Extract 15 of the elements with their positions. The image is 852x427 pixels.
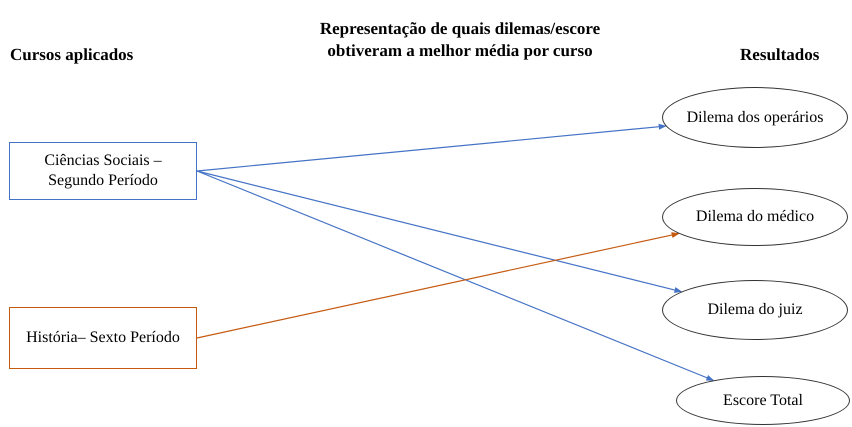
- node-text: Dilema do juiz: [707, 300, 803, 320]
- node-text: Ciências Sociais – Segundo Período: [43, 151, 163, 191]
- column-heading: Resultados: [740, 44, 820, 66]
- column-heading: Cursos aplicados: [10, 44, 134, 66]
- diagram-title: Representação de quais dilemas/escore obtiveram a melhor média por curso: [318, 18, 602, 62]
- arrow: [196, 232, 680, 339]
- arrow: [196, 170, 714, 381]
- node-text: História– Sexto Período: [26, 328, 180, 348]
- node-text: Dilema dos operários: [686, 108, 824, 128]
- node-text: Dilema do médico: [696, 207, 814, 227]
- arrow: [196, 170, 682, 293]
- node-text: Escore Total: [723, 390, 803, 410]
- course-box: [9, 307, 197, 369]
- course-box: [9, 142, 197, 200]
- arrow: [196, 124, 667, 172]
